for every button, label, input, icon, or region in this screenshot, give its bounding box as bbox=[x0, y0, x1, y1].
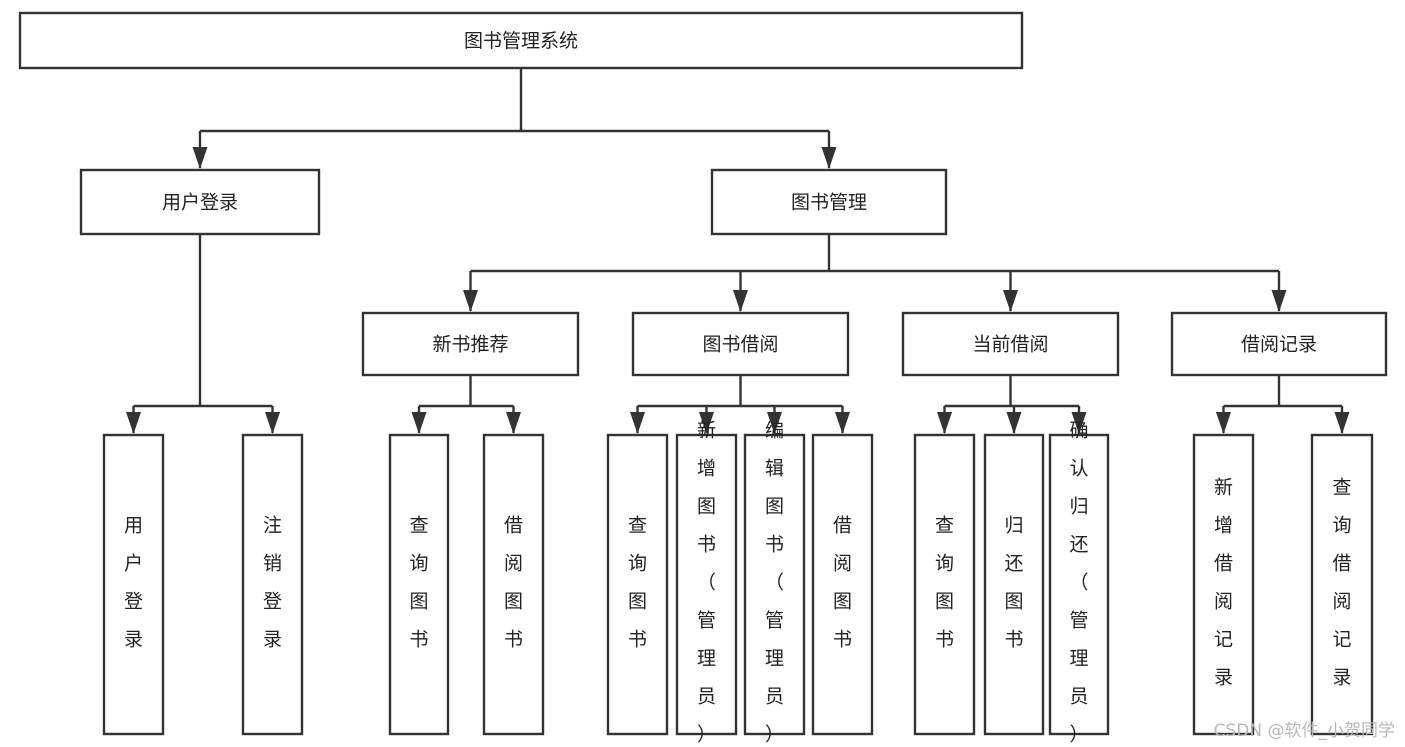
node-leaf-query-borrow-record[interactable]: 查询借阅记录 bbox=[1310, 433, 1374, 736]
csdn-watermark: CSDN @软件_小贺同学 bbox=[1213, 721, 1395, 741]
node-leaf-edit-book-admin[interactable]: 编辑图书（管理员） bbox=[743, 420, 806, 746]
nodes-layer: 图书管理系统用户登录图书管理新书推荐图书借阅当前借阅借阅记录用户登录注销登录查询… bbox=[18, 11, 1388, 746]
node-label-root: 图书管理系统 bbox=[464, 30, 578, 52]
arrow-head-icon bbox=[1216, 412, 1231, 434]
node-label-leaf-borrow-book: 借阅图书 bbox=[833, 515, 852, 651]
node-label-current-borrow: 当前借阅 bbox=[972, 334, 1048, 356]
node-box-leaf-query-borrow-record bbox=[1310, 433, 1374, 736]
node-leaf-logout-login[interactable]: 注销登录 bbox=[241, 433, 304, 736]
arrow-head-icon bbox=[411, 412, 427, 434]
node-label-book-management: 图书管理 bbox=[791, 192, 867, 214]
node-label-leaf-add-book-admin: 新增图书（管理员） bbox=[697, 420, 716, 746]
node-user-login[interactable]: 用户登录 bbox=[79, 168, 321, 236]
node-box-new-book-recommend bbox=[361, 311, 580, 377]
node-label-leaf-borrow-book-recommend: 借阅图书 bbox=[504, 515, 523, 651]
arrow-head-icon bbox=[733, 290, 748, 312]
arrow-head-icon bbox=[126, 412, 141, 434]
node-leaf-add-book-admin[interactable]: 新增图书（管理员） bbox=[675, 420, 738, 746]
node-leaf-query-book-borrow[interactable]: 查询图书 bbox=[606, 433, 669, 736]
arrow-head-icon bbox=[1003, 290, 1018, 312]
node-label-leaf-add-borrow-record: 新增借阅记录 bbox=[1214, 477, 1233, 689]
connectors-layer bbox=[126, 68, 1350, 434]
arrow-head-icon bbox=[192, 147, 208, 169]
node-new-book-recommend[interactable]: 新书推荐 bbox=[361, 311, 580, 377]
node-leaf-return-book[interactable]: 归还图书 bbox=[983, 433, 1045, 736]
node-box-root bbox=[18, 11, 1024, 70]
arrow-head-icon bbox=[1006, 412, 1022, 434]
node-book-management[interactable]: 图书管理 bbox=[710, 168, 948, 236]
node-label-leaf-query-borrow-record: 查询借阅记录 bbox=[1332, 477, 1351, 689]
node-box-leaf-query-book-current bbox=[913, 433, 976, 736]
node-leaf-query-book-recommend[interactable]: 查询图书 bbox=[388, 433, 450, 736]
node-box-book-borrow bbox=[631, 311, 850, 377]
arrow-head-icon bbox=[937, 412, 952, 434]
node-box-leaf-query-book-recommend bbox=[388, 433, 450, 736]
node-box-leaf-logout-login bbox=[241, 433, 304, 736]
arrow-head-icon bbox=[767, 412, 782, 434]
node-leaf-confirm-return-admin[interactable]: 确认归还（管理员） bbox=[1048, 420, 1110, 746]
node-box-current-borrow bbox=[901, 311, 1120, 377]
node-label-new-book-recommend: 新书推荐 bbox=[432, 334, 508, 356]
node-root[interactable]: 图书管理系统 bbox=[18, 11, 1024, 70]
node-leaf-user-login[interactable]: 用户登录 bbox=[102, 433, 165, 736]
node-leaf-query-book-current[interactable]: 查询图书 bbox=[913, 433, 976, 736]
node-label-leaf-query-book-borrow: 查询图书 bbox=[628, 515, 647, 651]
node-label-borrow-record: 借阅记录 bbox=[1241, 334, 1317, 356]
node-label-leaf-return-book: 归还图书 bbox=[1004, 515, 1023, 651]
arrow-head-icon bbox=[1071, 412, 1087, 434]
node-box-leaf-borrow-book bbox=[811, 433, 874, 736]
node-leaf-add-borrow-record[interactable]: 新增借阅记录 bbox=[1192, 433, 1255, 736]
node-box-book-management bbox=[710, 168, 948, 236]
arrow-head-icon bbox=[630, 412, 645, 434]
arrow-head-icon bbox=[265, 412, 280, 434]
node-label-leaf-logout-login: 注销登录 bbox=[263, 515, 282, 651]
node-box-leaf-borrow-book-recommend bbox=[482, 433, 545, 736]
arrow-head-icon bbox=[1271, 290, 1287, 312]
arrow-head-icon bbox=[506, 412, 521, 434]
node-box-leaf-edit-book-admin bbox=[743, 433, 806, 736]
node-label-leaf-user-login: 用户登录 bbox=[124, 515, 143, 651]
arrow-head-icon bbox=[463, 290, 478, 312]
node-box-leaf-add-book-admin bbox=[675, 433, 738, 736]
arrow-head-icon bbox=[835, 412, 850, 434]
node-label-leaf-query-book-recommend: 查询图书 bbox=[409, 515, 428, 651]
node-leaf-borrow-book[interactable]: 借阅图书 bbox=[811, 433, 874, 736]
node-box-user-login bbox=[79, 168, 321, 236]
node-box-leaf-return-book bbox=[983, 433, 1045, 736]
arrow-head-icon bbox=[699, 412, 714, 434]
node-book-borrow[interactable]: 图书借阅 bbox=[631, 311, 850, 377]
node-borrow-record[interactable]: 借阅记录 bbox=[1170, 311, 1388, 377]
arrow-head-icon bbox=[1334, 412, 1350, 434]
node-current-borrow[interactable]: 当前借阅 bbox=[901, 311, 1120, 377]
node-box-leaf-user-login bbox=[102, 433, 165, 736]
node-box-leaf-query-book-borrow bbox=[606, 433, 669, 736]
node-label-leaf-edit-book-admin: 编辑图书（管理员） bbox=[765, 420, 784, 746]
node-label-leaf-query-book-current: 查询图书 bbox=[935, 515, 954, 651]
node-box-leaf-add-borrow-record bbox=[1192, 433, 1255, 736]
node-label-book-borrow: 图书借阅 bbox=[702, 334, 778, 356]
node-leaf-borrow-book-recommend[interactable]: 借阅图书 bbox=[482, 433, 545, 736]
arrow-head-icon bbox=[821, 147, 837, 169]
node-label-user-login: 用户登录 bbox=[162, 192, 238, 214]
node-label-leaf-confirm-return-admin: 确认归还（管理员） bbox=[1069, 420, 1088, 746]
node-box-leaf-confirm-return-admin bbox=[1048, 433, 1110, 736]
node-box-borrow-record bbox=[1170, 311, 1388, 377]
